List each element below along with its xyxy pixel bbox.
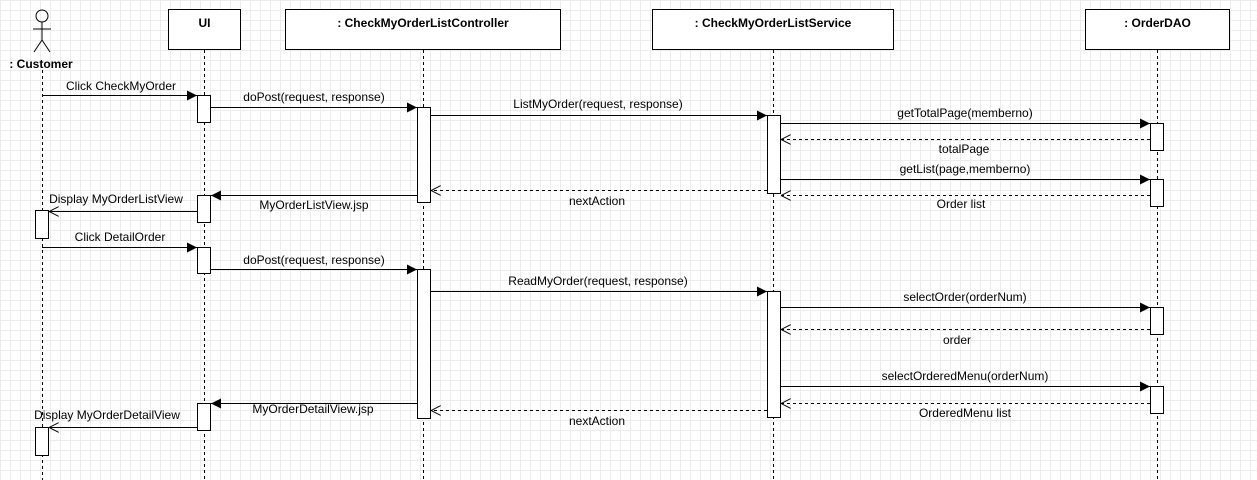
return-label: OrderedMenu list <box>919 406 1012 420</box>
message-label: getTotalPage(memberno) <box>897 106 1032 120</box>
ui-lifeline-header: UI <box>168 9 241 50</box>
service-lifeline-label: : CheckMyOrderListService <box>695 16 852 30</box>
return-label: Order list <box>937 197 986 211</box>
ui-activation-bar <box>197 195 211 223</box>
return-label: nextAction <box>569 194 625 208</box>
return-label: Display MyOrderListView <box>49 192 183 206</box>
customer-activation-bar <box>35 427 49 456</box>
return-label: order <box>943 333 971 347</box>
message-label: Click CheckMyOrder <box>66 79 176 93</box>
return-label: totalPage <box>939 142 990 156</box>
ui-activation-bar <box>197 403 211 431</box>
customer-actor-icon <box>33 9 51 53</box>
message-label: doPost(request, response) <box>243 90 384 104</box>
dao-lifeline-header: : OrderDAO <box>1085 9 1230 50</box>
customer-actor-label: : Customer <box>9 57 73 71</box>
message-label: MyOrderListView.jsp <box>259 198 368 212</box>
dao-activation-bar <box>1150 386 1164 414</box>
customer-activation-bar <box>35 210 49 239</box>
message-label: getList(page,memberno) <box>900 162 1031 176</box>
ui-lifeline-label: UI <box>199 16 211 30</box>
dao-lifeline-label: : OrderDAO <box>1124 16 1191 30</box>
message-label: ListMyOrder(request, response) <box>513 97 682 111</box>
return-label: Display MyOrderDetailView <box>34 408 180 422</box>
message-label: Click DetailOrder <box>75 230 166 244</box>
return-label: nextAction <box>569 414 625 428</box>
controller-lifeline-label: : CheckMyOrderListController <box>337 16 509 30</box>
message-label: ReadMyOrder(request, response) <box>508 274 687 288</box>
ui-activation-bar <box>197 247 211 274</box>
controller-activation-bar <box>417 107 431 203</box>
service-activation-bar <box>767 115 781 194</box>
dao-activation-bar <box>1150 179 1164 207</box>
message-label: selectOrder(orderNum) <box>903 290 1026 304</box>
service-lifeline-header: : CheckMyOrderListService <box>652 9 894 50</box>
message-label: MyOrderDetailView.jsp <box>252 402 373 416</box>
dao-activation-bar <box>1150 123 1164 151</box>
controller-lifeline-header: : CheckMyOrderListController <box>285 9 561 50</box>
message-label: doPost(request, response) <box>243 253 384 267</box>
dao-activation-bar <box>1150 307 1164 335</box>
message-label: selectOrderedMenu(orderNum) <box>882 369 1049 383</box>
service-activation-bar <box>767 291 781 418</box>
controller-activation-bar <box>417 269 431 419</box>
ui-activation-bar <box>197 95 211 123</box>
